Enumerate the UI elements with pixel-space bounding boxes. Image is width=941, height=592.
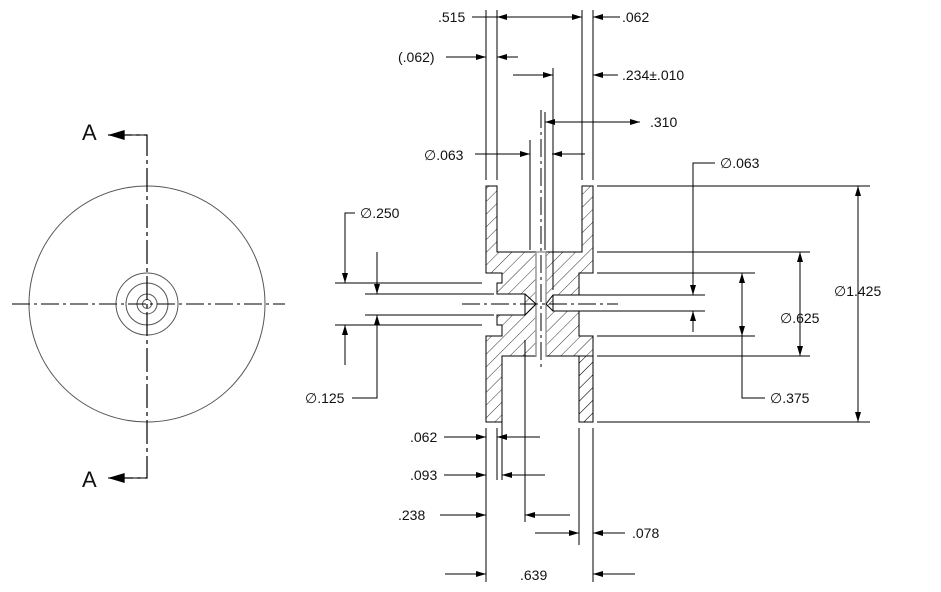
dimension-labels: .515 .062 (.062) .234±.010 .310 ∅.063 ∅.… bbox=[305, 9, 881, 583]
dim-310: .310 bbox=[650, 114, 677, 130]
dim-238: .238 bbox=[398, 507, 425, 523]
dimension-lines bbox=[342, 14, 861, 577]
dim-639: .639 bbox=[520, 567, 547, 583]
dim-dia625: ∅.625 bbox=[780, 310, 820, 326]
dim-234: .234±.010 bbox=[622, 67, 684, 83]
dim-dia250: ∅.250 bbox=[360, 205, 400, 221]
dim-062-bottom: .062 bbox=[410, 429, 437, 445]
extension-lines bbox=[335, 10, 870, 582]
dim-dia063-left: ∅.063 bbox=[424, 147, 464, 163]
section-label-bottom: A bbox=[82, 467, 97, 492]
dim-dia375: ∅.375 bbox=[770, 390, 810, 406]
section-label-top: A bbox=[82, 120, 97, 145]
front-view: A A bbox=[12, 120, 285, 492]
right-flange-lower bbox=[578, 355, 594, 423]
dim-dia125: ∅.125 bbox=[305, 390, 345, 406]
dim-515: .515 bbox=[438, 9, 465, 25]
dim-062-top: .062 bbox=[622, 9, 649, 25]
dim-dia1425: ∅1.425 bbox=[834, 283, 881, 299]
dim-078: .078 bbox=[632, 525, 659, 541]
dim-dia063-right: ∅.063 bbox=[720, 155, 760, 171]
dim-062-ref: (.062) bbox=[398, 49, 435, 65]
dim-093: .093 bbox=[410, 467, 437, 483]
section-view bbox=[462, 110, 618, 423]
